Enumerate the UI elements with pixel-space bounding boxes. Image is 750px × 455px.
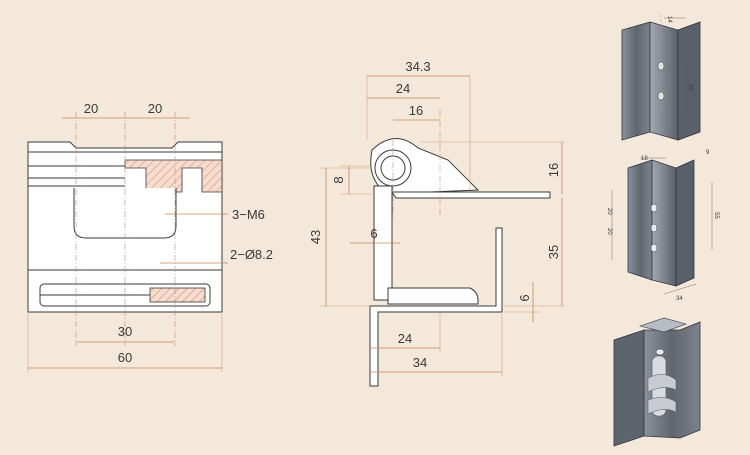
hinge-render-left-leaf <box>613 329 645 447</box>
dim-label-top-left: 20 <box>84 101 98 116</box>
bracket-render-middle-hole <box>650 243 658 253</box>
render-middle-dim-b: 9 <box>706 150 710 156</box>
side-view-top-leaf <box>391 191 551 199</box>
dim-label-top-right: 20 <box>148 101 162 116</box>
dim-label-right-top: 16 <box>546 163 561 177</box>
render-top-dim-b: 20 <box>687 84 693 91</box>
dim-label-right-height: 35 <box>546 245 561 259</box>
dim-label-thread: 3−M6 <box>232 207 265 222</box>
front-view-section <box>124 159 223 193</box>
dim-label-thickness: 6 <box>370 226 377 241</box>
bracket-render-middle-hole <box>650 223 658 233</box>
front-view-base-section <box>149 287 206 303</box>
dim-label-bottom-inner: 30 <box>118 324 132 339</box>
dim-label-bottom-inner: 24 <box>398 331 412 346</box>
dim-label-left-small: 8 <box>331 176 346 183</box>
dim-label-inner: 16 <box>409 103 423 118</box>
bracket-render-middle-side <box>675 159 695 287</box>
render-top-bracket: 14 20 <box>621 14 701 141</box>
bracket-render-top-side <box>677 21 701 141</box>
render-middle-dim-c: 20 <box>606 208 612 215</box>
dim-label-hole: 2−Ø8.2 <box>230 247 273 262</box>
front-view: 20 20 3−M6 2−Ø8.2 30 60 <box>27 101 273 372</box>
bracket-render-top-face <box>649 21 679 141</box>
render-top-dim-a: 14 <box>666 16 672 23</box>
render-middle-dim-a: 18 <box>641 156 648 162</box>
side-view: 34.3 24 16 16 8 43 6 35 6 24 <box>308 59 565 387</box>
render-middle-dim-e: 55 <box>713 212 719 219</box>
dim-label-mid: 24 <box>396 81 410 96</box>
dim-label-bottom-total: 34 <box>413 355 427 370</box>
render-middle-dim-d: 20 <box>606 228 612 235</box>
bracket-render-middle-body <box>627 159 653 281</box>
dim-label-left-total: 43 <box>308 230 323 244</box>
render-bottom-hinge <box>613 317 701 447</box>
dim-label-bottom-total: 60 <box>118 350 132 365</box>
hinge-render-hole <box>655 348 665 356</box>
bracket-render-middle-face <box>651 159 677 287</box>
hinge-render-knuckle-band <box>647 397 677 415</box>
hinge-render-knuckle-band <box>647 374 677 393</box>
bracket-render-top-body <box>621 21 651 141</box>
bracket-render-middle-hole <box>650 203 658 213</box>
render-middle-dim-f: 34 <box>676 296 683 302</box>
dim-label-right-small: 6 <box>517 294 532 301</box>
render-middle-dim-line <box>663 283 697 295</box>
side-view-z-bracket <box>369 227 503 387</box>
side-view-base-block <box>387 287 479 305</box>
dim-label-top-total: 34.3 <box>405 59 430 74</box>
hinge-render-top-cap <box>638 317 687 333</box>
render-middle-bracket: 18 9 20 20 55 34 <box>606 150 719 302</box>
